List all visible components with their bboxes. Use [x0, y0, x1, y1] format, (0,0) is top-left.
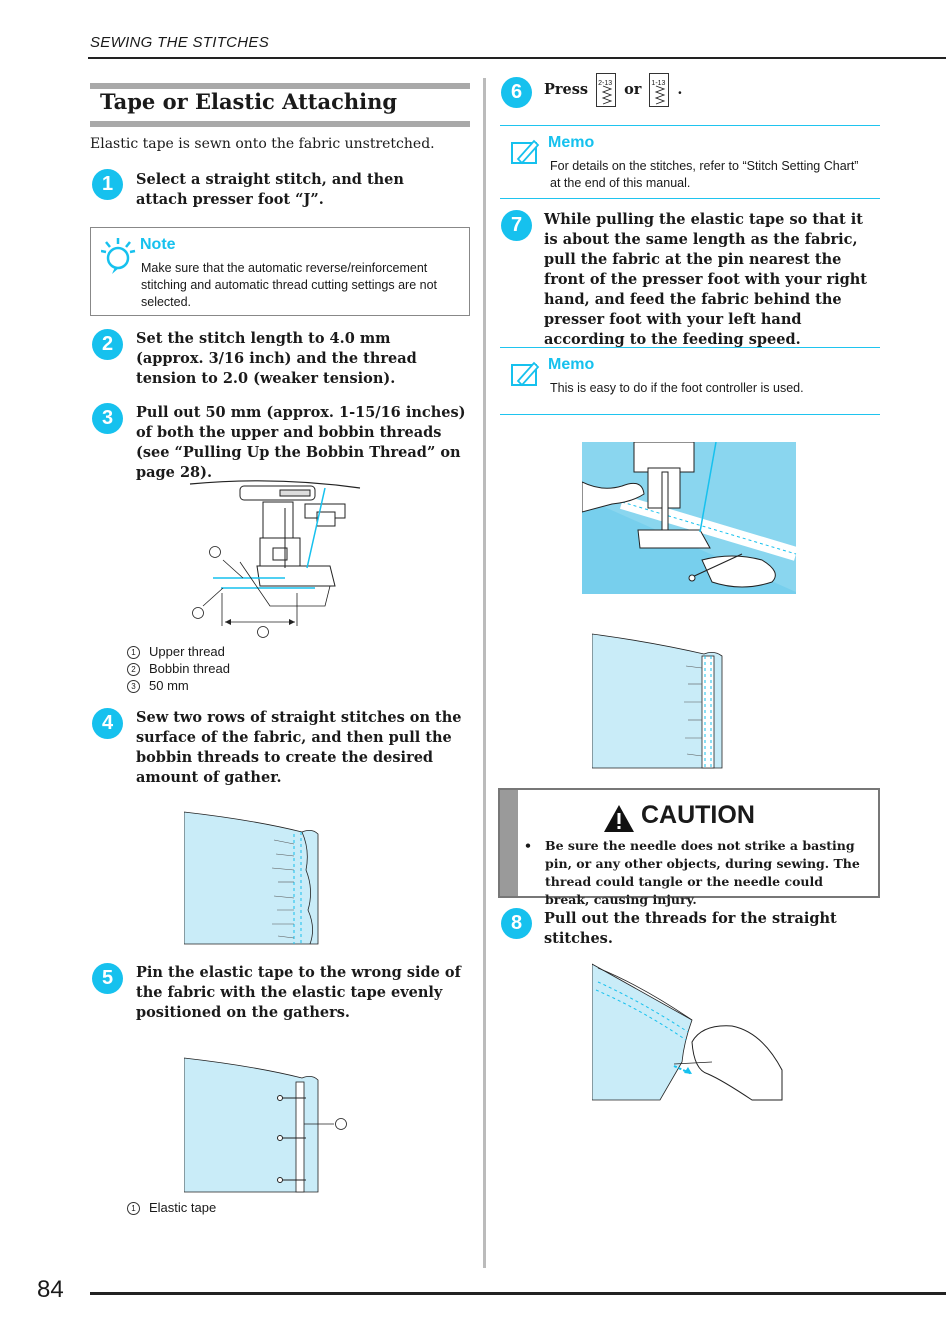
lightbulb-icon — [101, 238, 136, 274]
caution-side-bar — [500, 790, 518, 896]
legend-item: 1 Elastic tape — [127, 1199, 216, 1216]
legend-item: 2 Bobbin thread — [127, 660, 230, 677]
header-rule — [88, 57, 946, 59]
step-number-6: 6 — [501, 77, 532, 108]
legend-item: 3 50 mm — [127, 677, 230, 694]
legend-number: 3 — [127, 680, 140, 693]
key-label: 2-13 — [598, 80, 613, 87]
step-number-4: 4 — [92, 708, 123, 739]
step-8-text: Pull out the threads for the straight st… — [544, 910, 837, 947]
step-number-7: 7 — [501, 210, 532, 241]
period: . — [677, 81, 683, 98]
legend-number: 1 — [127, 1202, 140, 1215]
step-3-text: Pull out 50 mm (approx. 1-15/16 inches) … — [136, 404, 466, 481]
memo1-top-rule — [500, 125, 880, 126]
memo2-top-rule — [500, 347, 880, 348]
caution-title: CAUTION — [641, 801, 755, 829]
zigzag-stitch-icon — [655, 85, 666, 105]
memo2-body: This is easy to do if the foot controlle… — [550, 381, 804, 395]
legend-number: 1 — [127, 646, 140, 659]
column-divider — [483, 78, 486, 1268]
section-bar-bottom — [90, 121, 470, 127]
legend-label: Upper thread — [149, 644, 225, 659]
note-title: Note — [140, 236, 176, 253]
memo2-bottom-rule — [500, 414, 880, 415]
caution-bullet: • — [524, 838, 532, 853]
step-number-2: 2 — [92, 329, 123, 360]
legend-label: Bobbin thread — [149, 661, 230, 676]
step-1-text: Select a straight stitch, and then attac… — [136, 171, 404, 208]
key-label: 1-13 — [651, 80, 666, 87]
step-number-3: 3 — [92, 403, 123, 434]
caution-body: Be sure the needle does not strike a bas… — [545, 838, 860, 907]
stitch-key-2-13[interactable]: 2-13 — [596, 73, 617, 107]
intro-text: Elastic tape is sewn onto the fabric uns… — [90, 136, 435, 152]
caution-box — [498, 788, 880, 898]
zigzag-stitch-icon — [601, 85, 613, 105]
warning-triangle-icon — [604, 805, 634, 832]
footer-rule — [90, 1292, 946, 1295]
presser-foot-illustration — [189, 480, 361, 638]
figure5-legend: 1 Elastic tape — [127, 1199, 216, 1216]
memo1-title: Memo — [548, 134, 595, 151]
memo1-bottom-rule — [500, 198, 880, 199]
step-number-5: 5 — [92, 963, 123, 994]
step-2-text: Set the stitch length to 4.0 mm (approx.… — [136, 330, 417, 387]
stitch-key-1-13[interactable]: 1-13 — [649, 73, 670, 107]
legend-label: Elastic tape — [149, 1200, 217, 1215]
step-number-1: 1 — [92, 169, 123, 200]
memo-pencil-icon — [511, 139, 540, 165]
page-number: 84 — [37, 1276, 64, 1303]
legend-label: 50 mm — [149, 678, 189, 693]
note-box — [90, 227, 470, 316]
pull-threads-illustration — [592, 963, 783, 1101]
step-5-text: Pin the elastic tape to the wrong side o… — [136, 964, 461, 1021]
gathered-fabric-illustration — [184, 811, 319, 945]
step-4-text: Sew two rows of straight stitches on the… — [136, 709, 462, 786]
step-7-text: While pulling the elastic tape so that i… — [544, 211, 868, 348]
memo1-body: For details on the stitches, refer to “S… — [550, 159, 859, 190]
step-6-text: Press 2-13 or 1-13 . — [544, 72, 682, 108]
memo-pencil-icon — [511, 361, 540, 387]
memo2-title: Memo — [548, 356, 595, 373]
press-label: Press — [544, 81, 589, 98]
pinned-elastic-illustration — [184, 1057, 347, 1193]
section-bar-top — [90, 83, 470, 89]
running-header: SEWING THE STITCHES — [90, 34, 270, 51]
attached-tape-illustration — [592, 633, 723, 769]
sewing-elastic-illustration — [582, 442, 797, 594]
section-title: Tape or Elastic Attaching — [100, 89, 398, 114]
step-number-8: 8 — [501, 908, 532, 939]
note-body: Make sure that the automatic reverse/rei… — [141, 261, 438, 309]
or-label: or — [624, 81, 642, 98]
legend-number: 2 — [127, 663, 140, 676]
figure3-legend: 1 Upper thread 2 Bobbin thread 3 50 mm — [127, 643, 230, 694]
legend-item: 1 Upper thread — [127, 643, 230, 660]
